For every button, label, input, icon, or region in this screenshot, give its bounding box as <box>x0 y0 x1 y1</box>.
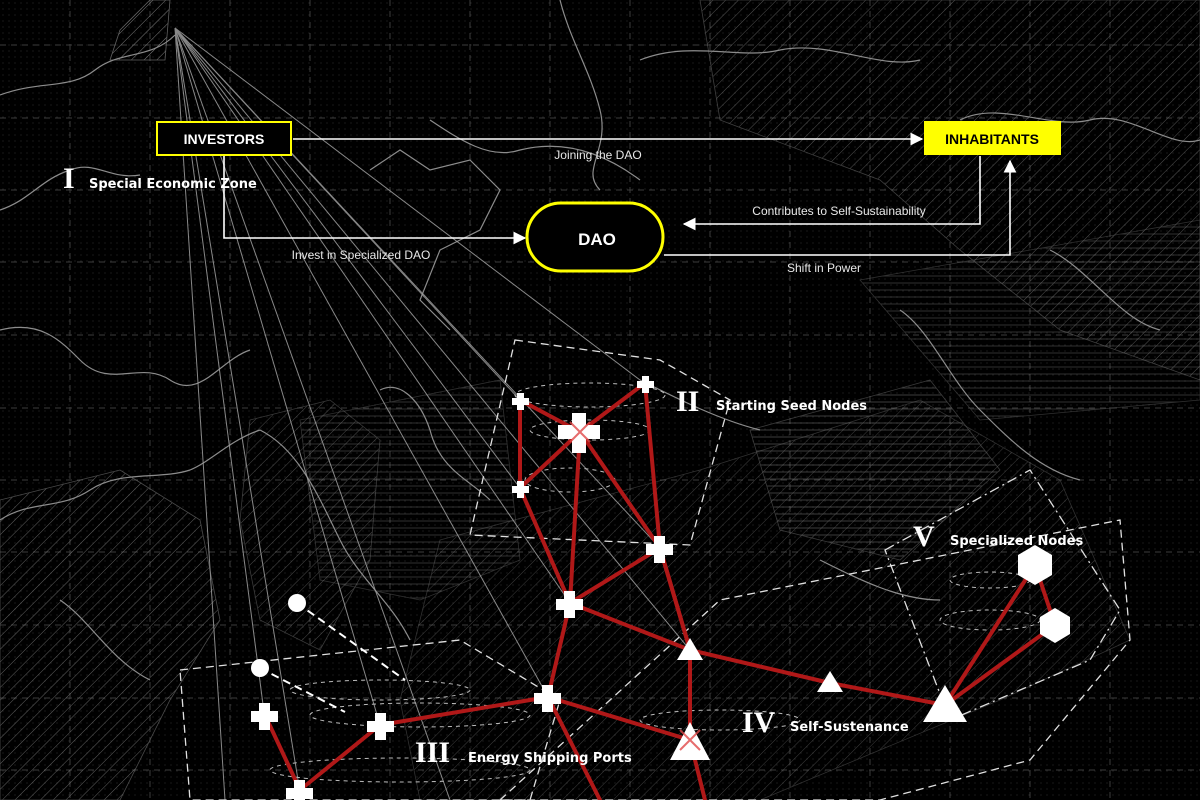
circle-node <box>288 594 306 612</box>
dao-label: DAO <box>578 230 616 249</box>
spur-lines <box>259 602 406 713</box>
zone-title-4: IV Self-Sustenance <box>742 706 909 739</box>
hexagon-node <box>1018 545 1052 585</box>
zone-outlines <box>179 339 1131 800</box>
node-x-marks <box>569 421 701 751</box>
circle-node <box>251 659 269 677</box>
zone-title-1: I Special Economic Zone <box>63 162 257 195</box>
zone-5-label: Specialized Nodes <box>950 534 1083 549</box>
investors-label: INVESTORS <box>184 131 265 147</box>
cross-node <box>556 591 583 618</box>
cross-node <box>367 713 394 740</box>
zone-4-label: Self-Sustenance <box>790 720 909 735</box>
joining-label: Joining the DAO <box>554 148 641 162</box>
cross-node <box>637 376 654 393</box>
shift-label: Shift in Power <box>787 261 861 275</box>
cross-node <box>286 780 313 800</box>
triangle-node-large <box>923 685 967 722</box>
cross-node <box>534 685 561 712</box>
map-outlines <box>0 0 1200 681</box>
cross-node <box>646 536 673 563</box>
red-network <box>263 381 1057 800</box>
zone-title-5: V Specialized Nodes <box>913 520 1083 553</box>
dao-node: DAO <box>525 201 665 273</box>
inhabitants-box: INHABITANTS <box>924 121 1061 155</box>
triangle-node <box>817 671 843 692</box>
cross-node <box>512 393 529 410</box>
flow-connectors <box>223 132 1017 256</box>
contributes-label: Contributes to Self-Sustainability <box>752 204 925 218</box>
zone-1-numeral: I <box>63 162 75 195</box>
cross-node <box>512 481 529 498</box>
zone-4-numeral: IV <box>742 706 776 739</box>
hexagon-nodes <box>1018 545 1070 643</box>
inhabitants-label: INHABITANTS <box>945 131 1039 147</box>
zone-5-numeral: V <box>913 520 935 553</box>
hexagon-node <box>1040 608 1070 643</box>
zone-title-3: III Energy Shipping Ports <box>415 736 632 769</box>
zone-title-2: II Starting Seed Nodes <box>676 385 867 418</box>
triangle-node <box>677 638 703 660</box>
zone-2-label: Starting Seed Nodes <box>716 399 867 414</box>
invest-label: Invest in Specialized DAO <box>292 248 431 262</box>
cross-node <box>251 703 278 730</box>
circle-nodes <box>251 594 306 677</box>
zone-3-label: Energy Shipping Ports <box>468 751 632 766</box>
zone-1-label: Special Economic Zone <box>89 177 257 192</box>
investors-box: INVESTORS <box>156 121 292 156</box>
zone-3-numeral: III <box>415 736 450 769</box>
zone-2-numeral: II <box>676 385 699 418</box>
